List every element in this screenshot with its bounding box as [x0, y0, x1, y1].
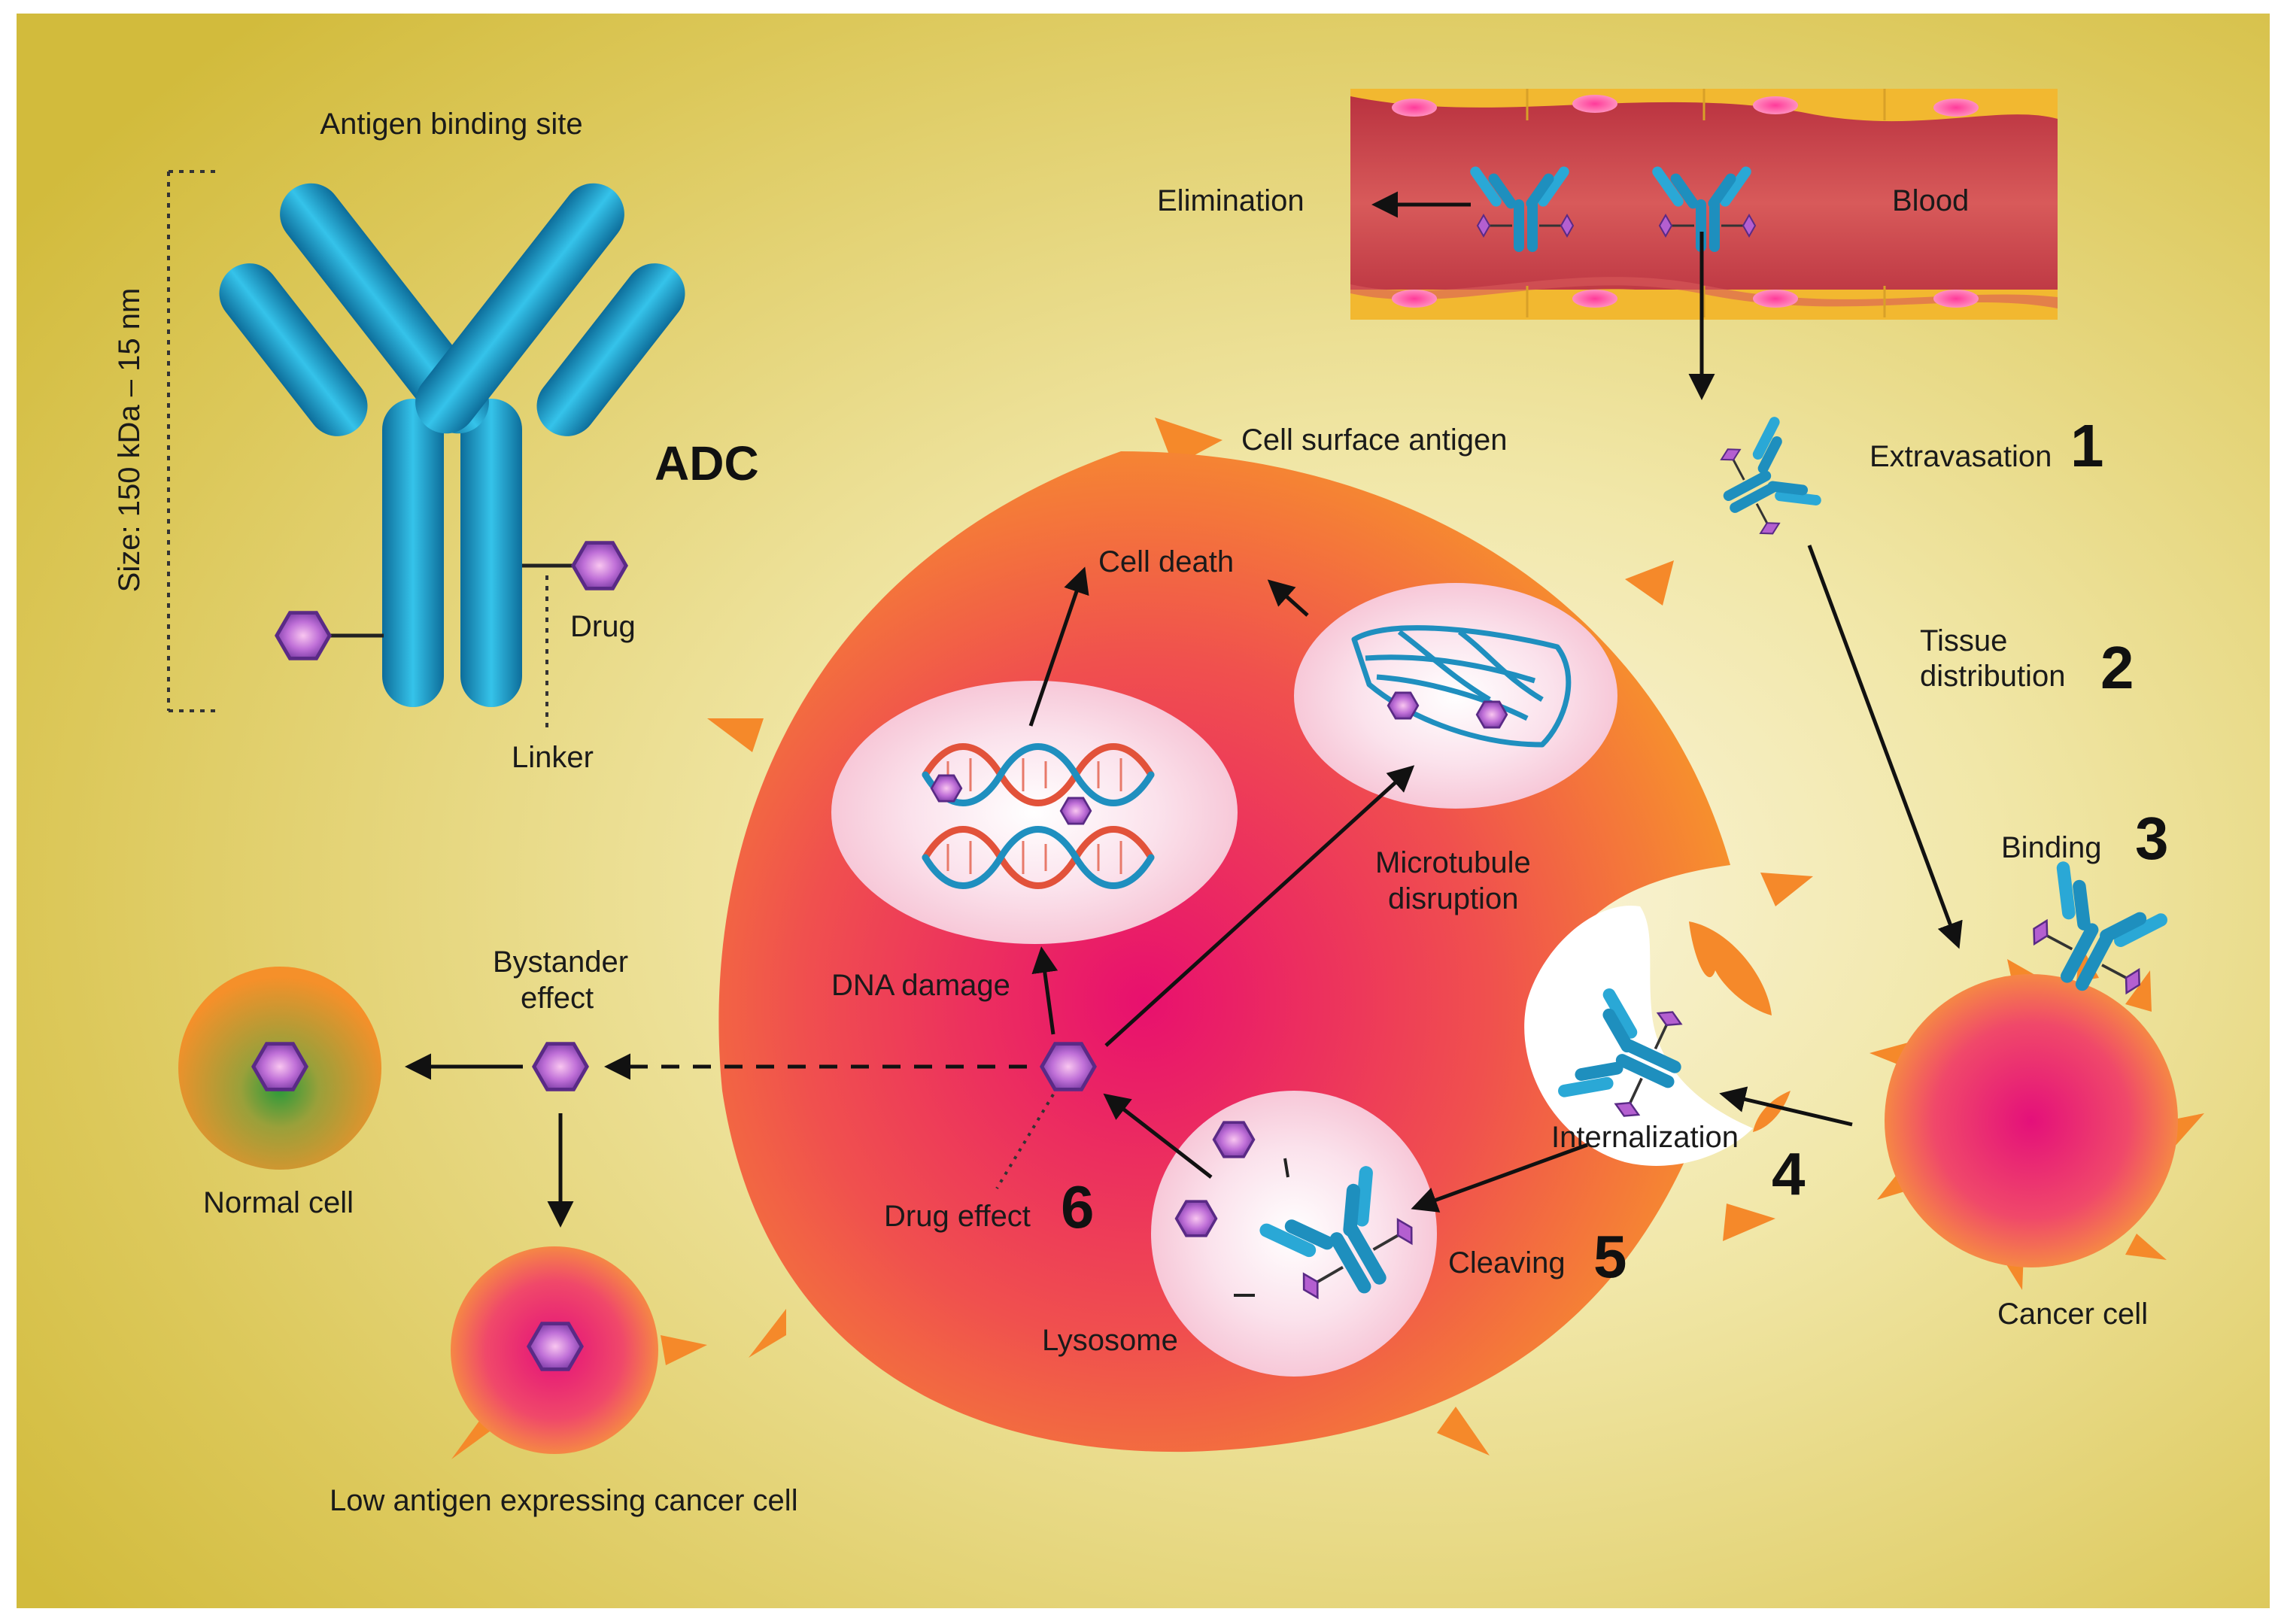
disruption-label: disruption	[1388, 882, 1518, 915]
step-4-number: 4	[1772, 1140, 1806, 1207]
antigen-binding-site-label: Antigen binding site	[320, 108, 582, 141]
drug-icon	[1387, 691, 1420, 720]
step-2-number: 2	[2100, 634, 2134, 701]
normal-cell-label: Normal cell	[203, 1186, 354, 1219]
size-label: Size: 150 kDa – 15 nm	[113, 288, 146, 593]
cleaving-label: Cleaving	[1448, 1246, 1566, 1279]
free-drug-icon	[1174, 1200, 1218, 1237]
drug-icon	[1059, 797, 1092, 825]
cell-surface-antigen-label: Cell surface antigen	[1241, 423, 1508, 457]
dna-vesicle	[831, 681, 1238, 944]
blood-label: Blood	[1892, 184, 1969, 217]
normal-cell	[178, 967, 381, 1170]
step-5-number: 5	[1593, 1223, 1627, 1290]
elimination-label: Elimination	[1157, 184, 1305, 217]
drug-effect-pointer	[995, 1093, 1055, 1190]
bystander-label: Bystander	[493, 946, 628, 979]
binding-label: Binding	[2001, 831, 2101, 864]
drug-icon	[254, 1044, 306, 1090]
drug-icon	[277, 613, 330, 659]
internalization-vesicle	[1524, 905, 1791, 1166]
tissue-label: Tissue	[1920, 624, 2007, 657]
lysosome	[1151, 1091, 1437, 1377]
microtubule-vesicle	[1294, 583, 1617, 809]
low-antigen-cancer-cell	[451, 1246, 707, 1459]
cancer-cell-label: Cancer cell	[1997, 1298, 2148, 1331]
distribution-label: distribution	[1920, 660, 2065, 693]
low-antigen-cell-label: Low antigen expressing cancer cell	[330, 1484, 798, 1517]
microtubule-death-arrow	[1267, 579, 1309, 617]
cell-death-label: Cell death	[1098, 545, 1234, 578]
cancer-cell	[1869, 944, 2204, 1290]
release-arrow	[1103, 1093, 1213, 1179]
lysosome-label: Lysosome	[1042, 1324, 1178, 1357]
drug-effect-label: Drug effect	[884, 1200, 1031, 1233]
bystander-drug-icon	[534, 1044, 587, 1090]
cleaving-arrow	[1411, 1143, 1588, 1213]
drug-icon	[1475, 700, 1508, 729]
adc-antibody-icon	[167, 170, 685, 733]
microtubule-label: Microtubule	[1375, 846, 1531, 879]
extravasation-label: Extravasation	[1869, 440, 2052, 473]
blood-vessel	[1350, 89, 2058, 320]
microtubule-arrow	[1104, 765, 1415, 1047]
released-drug-icon	[1042, 1044, 1095, 1090]
step-3-number: 3	[2135, 805, 2169, 872]
drug-icon	[529, 1324, 582, 1370]
free-drug-icon	[1212, 1121, 1256, 1158]
distribution-arrow	[1807, 545, 1963, 949]
step-1-number: 1	[2070, 412, 2104, 479]
step-6-number: 6	[1061, 1173, 1095, 1240]
drug-label: Drug	[570, 610, 636, 643]
drug-icon	[573, 543, 626, 589]
dna-damage-label: DNA damage	[831, 969, 1010, 1002]
drug-icon	[930, 774, 963, 803]
effect-label: effect	[521, 982, 594, 1015]
dna-death-arrow	[1028, 566, 1089, 727]
linker-label: Linker	[512, 741, 594, 774]
dna-damage-arrow	[1031, 946, 1059, 1035]
internalization-arrow	[1719, 1086, 1853, 1127]
adc-title: ADC	[655, 436, 759, 490]
